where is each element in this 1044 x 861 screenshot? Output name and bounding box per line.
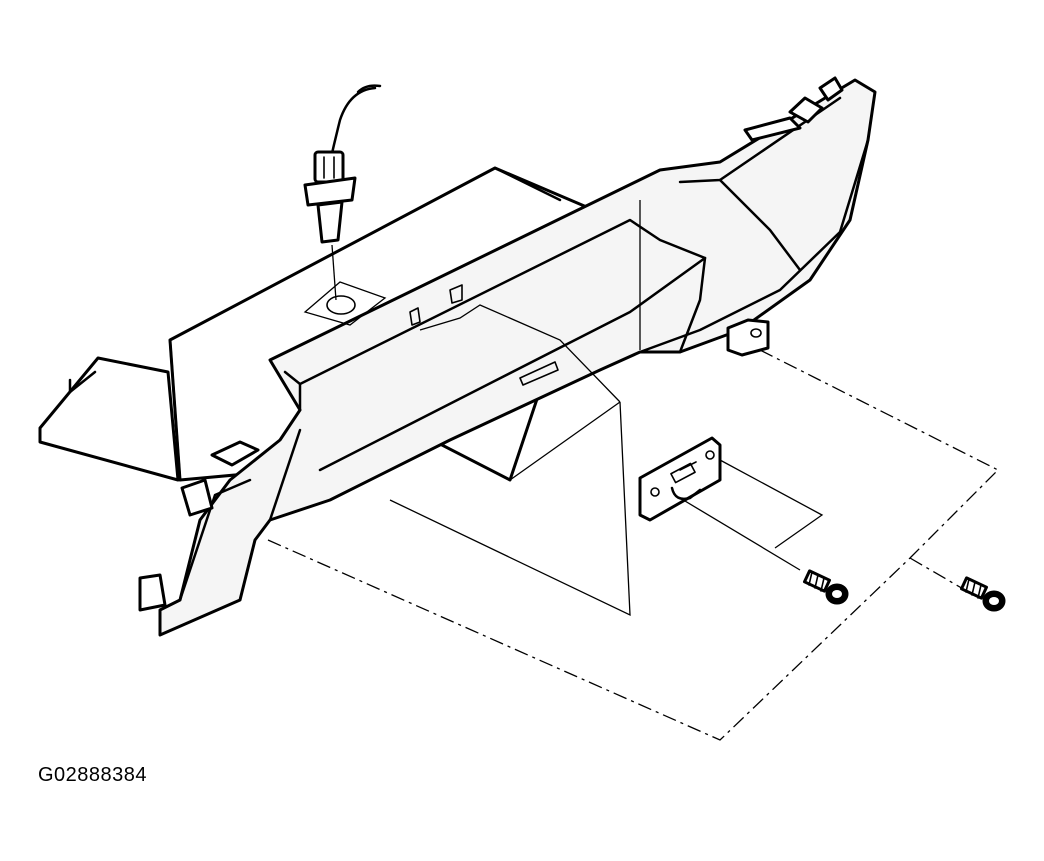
assembly-guide-lines — [267, 200, 1000, 741]
lamp-socket-with-wire — [303, 84, 382, 301]
latch-striker — [638, 436, 722, 522]
screw-center — [802, 569, 849, 605]
door-frame-slots — [409, 284, 559, 386]
screw-right — [959, 576, 1006, 612]
lamp-mounting-hole — [303, 281, 387, 326]
figure-code: G02888384 — [38, 764, 148, 786]
left-mounting-flange — [38, 356, 180, 482]
upper-right-mounting-tabs — [743, 76, 844, 142]
lower-left-mounting-tab — [138, 440, 260, 612]
glove-box-door-frame — [158, 78, 877, 637]
right-mounting-bracket — [726, 318, 770, 357]
